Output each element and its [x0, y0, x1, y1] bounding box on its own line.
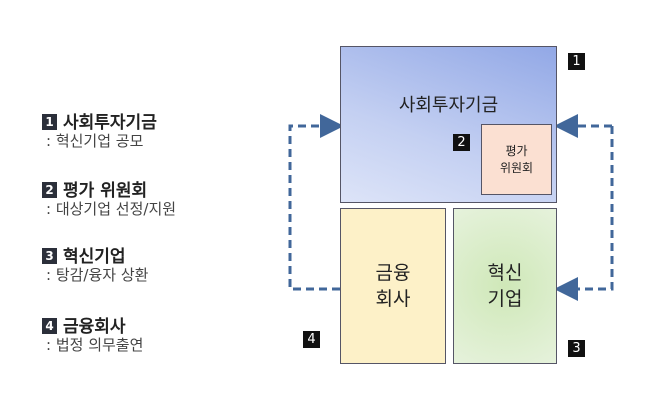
right-dashed-arrow-bottom [554, 126, 614, 301]
innovation-label-1: 혁신 [487, 262, 523, 284]
badge-3: 3 [568, 340, 585, 357]
finance-box: 금융 회사 [340, 208, 446, 364]
legend-badge: 3 [42, 248, 57, 264]
badge-2: 2 [453, 134, 470, 151]
legend-title: 평가 위원회 [63, 181, 148, 201]
committee-label-2: 위원회 [499, 160, 534, 175]
finance-label-2: 회사 [375, 288, 411, 310]
legend-item-fund: 1 사회투자기금 : 혁신기업 공모 [42, 108, 157, 151]
legend-desc: : 법정 의무출연 [46, 336, 144, 354]
innovation-label-2: 기업 [487, 288, 523, 310]
left-dashed-arrow [288, 114, 344, 291]
legend-desc: : 대상기업 선정/지원 [46, 200, 177, 218]
committee-label-1: 평가 [505, 143, 528, 158]
legend-badge: 1 [42, 114, 57, 130]
legend-title: 사회투자기금 [63, 113, 157, 133]
legend-desc: : 탕감/융자 상환 [46, 266, 149, 284]
badge-1: 1 [568, 53, 585, 70]
legend-badge: 2 [42, 182, 57, 198]
legend-title: 금융회사 [63, 317, 126, 337]
legend-item-committee: 2 평가 위원회 : 대상기업 선정/지원 [42, 176, 176, 219]
legend-item-innovation: 3 혁신기업 : 탕감/융자 상환 [42, 242, 148, 285]
committee-box: 평가 위원회 [481, 124, 552, 195]
finance-label-1: 금융 [375, 262, 411, 284]
legend-title: 혁신기업 [63, 247, 126, 267]
legend-desc: : 혁신기업 공모 [46, 132, 144, 150]
badge-4: 4 [303, 331, 320, 348]
fund-label: 사회투자기금 [398, 95, 499, 116]
legend-item-finance: 4 금융회사 : 법정 의무출연 [42, 312, 143, 355]
legend-badge: 4 [42, 318, 57, 334]
innovation-box: 혁신 기업 [453, 208, 557, 364]
